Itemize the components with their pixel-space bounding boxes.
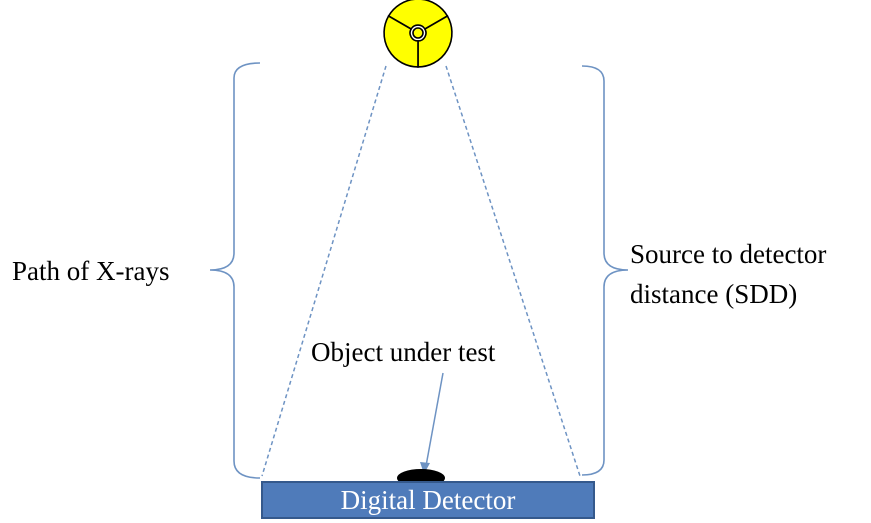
digital-detector-label: Digital Detector — [340, 485, 516, 515]
object-arrow — [425, 372, 444, 467]
sdd-label-line2: distance (SDD) — [630, 279, 798, 309]
beam-left-line — [261, 65, 387, 477]
beam-right-line — [445, 65, 581, 477]
right-brace — [581, 65, 629, 476]
object-arrowhead — [420, 462, 430, 474]
path-of-xrays-label: Path of X-rays — [12, 256, 170, 286]
object-under-test-label: Object under test — [311, 337, 496, 367]
digital-detector-bar — [261, 481, 595, 519]
left-brace — [209, 62, 261, 479]
sdd-label-line1: Source to detector — [630, 239, 827, 269]
radiation-trefoil-icon — [383, 0, 453, 68]
